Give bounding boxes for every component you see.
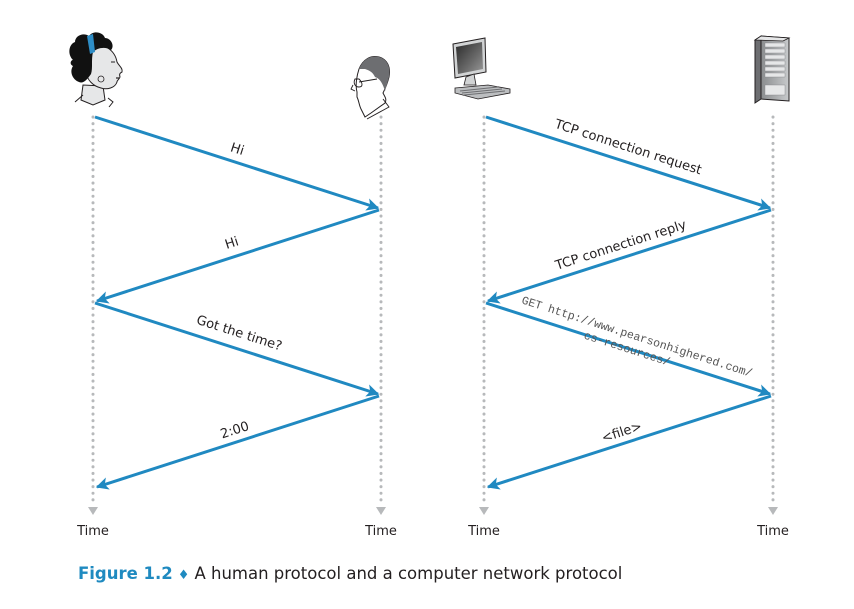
diamond-icon: ♦	[177, 568, 190, 583]
time-arrow-icon	[376, 507, 386, 515]
message-arrow-time-reply	[95, 394, 380, 490]
message-arrow-hi-request	[94, 115, 380, 211]
message-arrow-http-get	[485, 301, 772, 397]
figure-caption-text: A human protocol and a computer network …	[194, 564, 623, 583]
timeline-server	[768, 115, 778, 515]
figure-caption: Figure 1.2 ♦ A human protocol and a comput…	[78, 564, 622, 583]
timeline-woman	[88, 115, 98, 515]
message-arrow-tcp-reply	[486, 208, 772, 304]
time-arrow-icon	[88, 507, 98, 515]
server-tower-icon	[753, 35, 791, 104]
time-arrow-icon	[768, 507, 778, 515]
time-arrow-icon	[479, 507, 489, 515]
message-label-hi-2: Hi	[223, 234, 240, 252]
message-arrow-file	[486, 394, 772, 490]
woman-head-icon	[69, 32, 123, 108]
time-label-computer: Time	[467, 524, 500, 539]
time-label-server: Time	[756, 524, 789, 539]
desktop-computer-icon	[452, 37, 511, 100]
message-arrow-time-request	[94, 301, 380, 397]
message-arrow-tcp-request	[485, 115, 772, 211]
timeline-computer	[479, 115, 489, 515]
man-head-icon	[350, 56, 390, 120]
message-label-hi-1: Hi	[228, 140, 245, 158]
timeline-man	[376, 115, 386, 515]
message-label-file: <file>	[600, 419, 644, 446]
message-arrow-hi-reply	[95, 208, 380, 304]
time-label-woman: Time	[76, 524, 109, 539]
message-label-http-get-line1: GET http://www.pearsonhighered.com/	[520, 295, 754, 381]
time-label-man: Time	[364, 524, 397, 539]
message-label-tcp-reply: TCP connection reply	[553, 218, 689, 274]
message-label-tcp-request: TCP connection request	[552, 117, 704, 178]
figure-number: Figure 1.2	[78, 564, 173, 583]
